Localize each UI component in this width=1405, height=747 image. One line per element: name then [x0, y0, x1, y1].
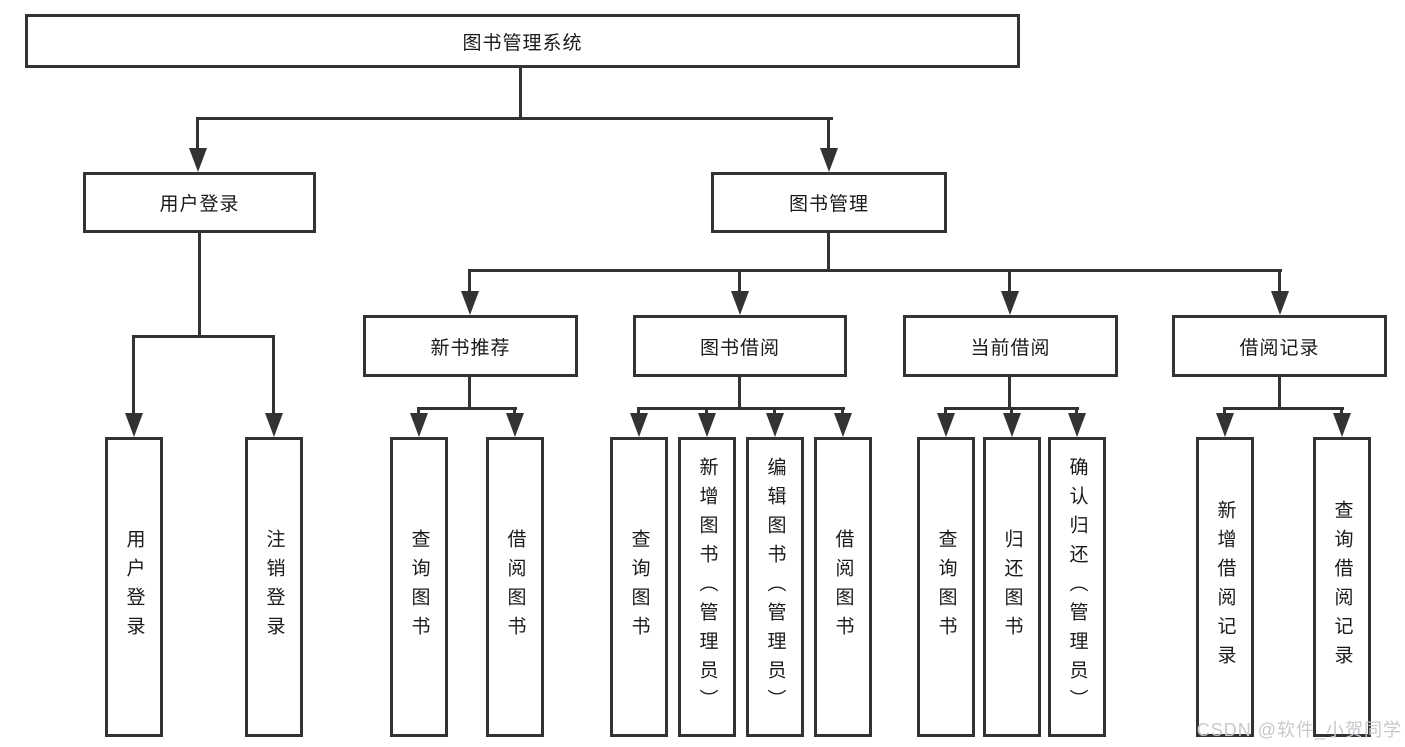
connector-login-drop-1 — [132, 335, 135, 415]
arrow-down-icon — [506, 413, 524, 437]
arrow-down-icon — [698, 413, 716, 437]
connector-mgmt-drop-2 — [738, 269, 741, 293]
node-borrowing-records-label: 借阅记录 — [1239, 337, 1320, 359]
connector-borrow-stem — [738, 377, 741, 410]
connector-borrow-rail — [637, 407, 845, 410]
connector-borrow-drop-4 — [841, 407, 844, 415]
connector-current-drop-3 — [1075, 407, 1078, 415]
leaf-edit-books-admin-label: 编辑图书（管理员） — [764, 456, 786, 718]
connector-records-stem — [1278, 377, 1281, 410]
connector-current-drop-1 — [944, 407, 947, 415]
leaf-return-books-label: 归还图书 — [1001, 529, 1023, 645]
node-book-management-label: 图书管理 — [788, 194, 869, 215]
leaf-logout: 注销登录 — [245, 437, 303, 737]
leaf-confirm-return-admin-label: 确认归还（管理员） — [1066, 456, 1088, 718]
leaf-query-borrow-record-label: 查询借阅记录 — [1331, 500, 1353, 674]
arrow-down-icon — [1001, 291, 1019, 315]
leaf-recommend-query-books: 查询图书 — [390, 437, 448, 737]
leaf-borrow-query-books: 查询图书 — [610, 437, 668, 737]
leaf-current-query-books: 查询图书 — [917, 437, 975, 737]
arrow-down-icon — [1216, 413, 1234, 437]
arrow-down-icon — [1271, 291, 1289, 315]
node-current-borrowing-label: 当前借阅 — [970, 337, 1051, 359]
connector-root-stem — [519, 68, 522, 120]
node-library-system-label: 图书管理系统 — [462, 32, 583, 54]
leaf-confirm-return-admin: 确认归还（管理员） — [1048, 437, 1106, 737]
arrow-down-icon — [125, 413, 143, 437]
node-book-borrowing-label: 图书借阅 — [699, 337, 780, 359]
node-library-system: 图书管理系统 — [25, 14, 1020, 68]
connector-current-stem — [1008, 377, 1011, 410]
connector-login-stem — [198, 233, 201, 338]
node-new-book-recommend: 新书推荐 — [363, 315, 578, 377]
leaf-recommend-borrow-books-label: 借阅图书 — [504, 529, 526, 645]
connector-root-drop-left — [196, 117, 199, 150]
connector-records-drop-1 — [1223, 407, 1226, 415]
connector-borrow-drop-3 — [773, 407, 776, 415]
leaf-query-borrow-record: 查询借阅记录 — [1313, 437, 1371, 737]
connector-recommend-drop-2 — [513, 407, 516, 415]
arrow-down-icon — [937, 413, 955, 437]
arrow-down-icon — [820, 148, 838, 172]
node-book-borrowing: 图书借阅 — [633, 315, 847, 377]
csdn-watermark: CSDN @软件_小贺同学 — [1196, 720, 1402, 740]
leaf-add-books-admin: 新增图书（管理员） — [678, 437, 736, 737]
leaf-add-borrow-record: 新增借阅记录 — [1196, 437, 1254, 737]
leaf-logout-label: 注销登录 — [263, 529, 285, 645]
connector-mgmt-drop-4 — [1278, 269, 1281, 293]
leaf-user-login-label: 用户登录 — [123, 529, 145, 645]
arrow-down-icon — [189, 148, 207, 172]
arrow-down-icon — [410, 413, 428, 437]
leaf-borrow-query-books-label: 查询图书 — [628, 529, 650, 645]
connector-mgmt-stem — [827, 233, 830, 272]
connector-login-drop-2 — [272, 335, 275, 415]
leaf-user-login: 用户登录 — [105, 437, 163, 737]
node-borrowing-records: 借阅记录 — [1172, 315, 1387, 377]
connector-borrow-drop-1 — [637, 407, 640, 415]
connector-recommend-drop-1 — [417, 407, 420, 415]
leaf-edit-books-admin: 编辑图书（管理员） — [746, 437, 804, 737]
arrow-down-icon — [461, 291, 479, 315]
arrow-down-icon — [1003, 413, 1021, 437]
connector-root-drop-right — [827, 117, 830, 150]
connector-current-drop-2 — [1010, 407, 1013, 415]
arrow-down-icon — [1068, 413, 1086, 437]
node-user-login-branch: 用户登录 — [83, 172, 316, 233]
arrow-down-icon — [265, 413, 283, 437]
node-user-login-branch-label: 用户登录 — [159, 194, 240, 215]
leaf-recommend-query-books-label: 查询图书 — [408, 529, 430, 645]
node-current-borrowing: 当前借阅 — [903, 315, 1118, 377]
arrow-down-icon — [1333, 413, 1351, 437]
leaf-borrow-books-label: 借阅图书 — [832, 529, 854, 645]
leaf-current-query-books-label: 查询图书 — [935, 529, 957, 645]
leaf-add-books-admin-label: 新增图书（管理员） — [696, 456, 718, 718]
node-new-book-recommend-label: 新书推荐 — [430, 337, 511, 359]
arrow-down-icon — [731, 291, 749, 315]
arrow-down-icon — [630, 413, 648, 437]
connector-root-rail — [197, 117, 833, 120]
connector-recommend-rail — [417, 407, 517, 410]
connector-records-drop-2 — [1340, 407, 1343, 415]
connector-mgmt-drop-1 — [468, 269, 471, 293]
node-book-management: 图书管理 — [711, 172, 947, 233]
connector-records-rail — [1223, 407, 1344, 410]
connector-mgmt-drop-3 — [1008, 269, 1011, 293]
leaf-add-borrow-record-label: 新增借阅记录 — [1214, 500, 1236, 674]
leaf-return-books: 归还图书 — [983, 437, 1041, 737]
connector-login-rail — [132, 335, 275, 338]
connector-recommend-stem — [468, 377, 471, 410]
leaf-recommend-borrow-books: 借阅图书 — [486, 437, 544, 737]
leaf-borrow-books: 借阅图书 — [814, 437, 872, 737]
connector-mgmt-rail — [468, 269, 1282, 272]
arrow-down-icon — [834, 413, 852, 437]
arrow-down-icon — [766, 413, 784, 437]
connector-borrow-drop-2 — [705, 407, 708, 415]
